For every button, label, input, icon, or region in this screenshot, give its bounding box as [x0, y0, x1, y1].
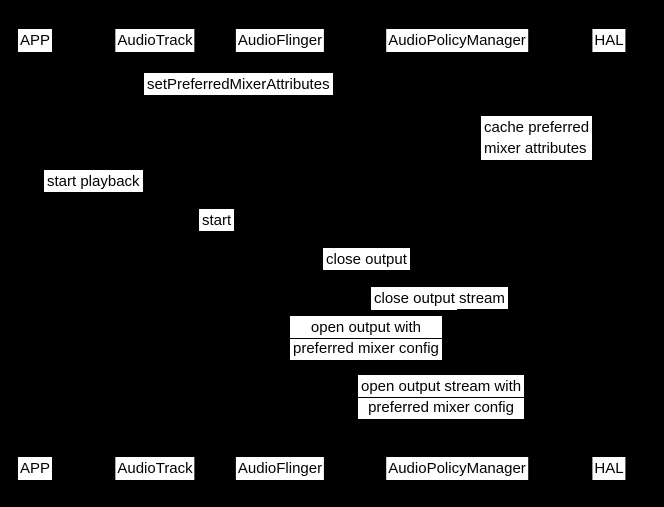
- message-arrow-m6: [457, 309, 609, 310]
- participant-footer-audiopolicymanager[interactable]: AudioPolicyManager: [386, 457, 528, 480]
- message-label-m3[interactable]: start playback: [44, 170, 143, 193]
- message-arrow-m2: [457, 138, 458, 139]
- message-label-m2[interactable]: cache preferred mixer attributes: [481, 116, 593, 160]
- participant-header-audiotrack[interactable]: AudioTrack: [115, 29, 195, 52]
- participant-header-audioflinger[interactable]: AudioFlinger: [235, 29, 325, 52]
- message-arrow-m1: [35, 95, 457, 96]
- lifeline-audiopolicymanager: [457, 52, 458, 455]
- lifeline-audiotrack: [155, 52, 156, 455]
- lifeline-app: [35, 52, 36, 455]
- message-label-m5[interactable]: close output: [323, 248, 410, 271]
- participant-header-app[interactable]: APP: [17, 29, 53, 52]
- message-label-m4[interactable]: start: [199, 209, 235, 232]
- message-arrow-m3: [35, 192, 155, 193]
- participant-footer-app[interactable]: APP: [17, 457, 53, 480]
- message-arrow-m5: [280, 270, 457, 271]
- participant-footer-audioflinger[interactable]: AudioFlinger: [235, 457, 325, 480]
- lifeline-audioflinger: [280, 52, 281, 455]
- lifeline-hal: [609, 52, 610, 455]
- participant-footer-audiotrack[interactable]: AudioTrack: [115, 457, 195, 480]
- message-label-m1[interactable]: setPreferredMixerAttributes: [144, 73, 333, 96]
- participant-header-hal[interactable]: HAL: [592, 29, 626, 52]
- message-arrow-m7: [280, 338, 457, 339]
- message-arrow-m4: [155, 231, 280, 232]
- message-label-m6[interactable]: close output stream: [371, 287, 508, 310]
- message-arrow-m8: [280, 397, 609, 398]
- participant-header-audiopolicymanager[interactable]: AudioPolicyManager: [386, 29, 528, 52]
- participant-footer-hal[interactable]: HAL: [592, 457, 626, 480]
